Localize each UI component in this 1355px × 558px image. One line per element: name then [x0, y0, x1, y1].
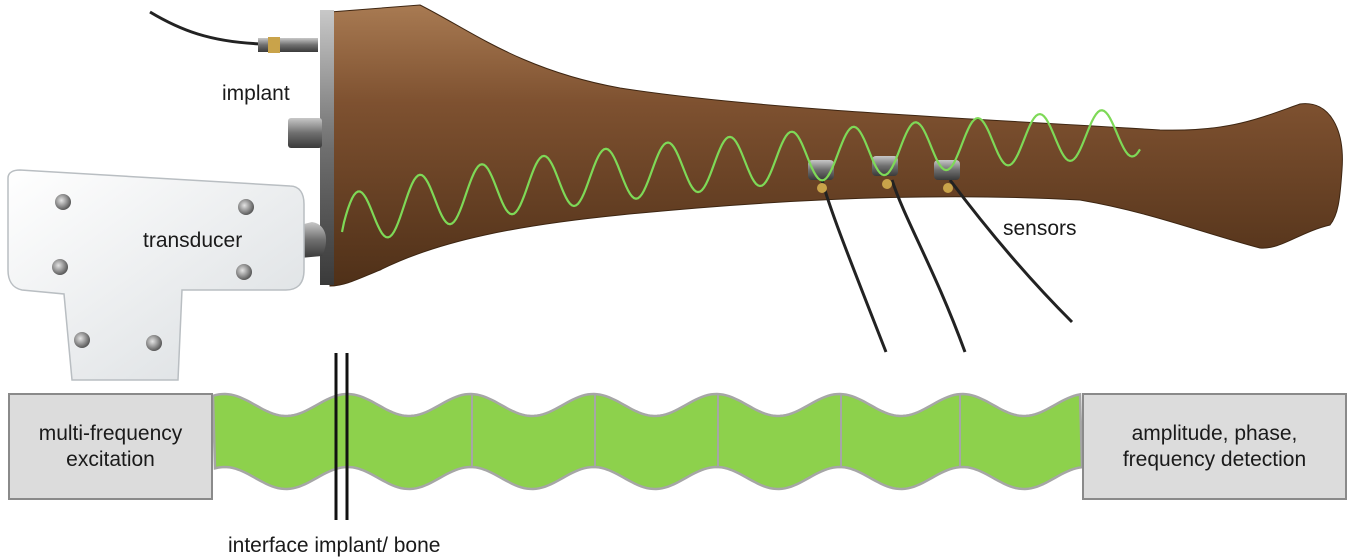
transducer-block — [8, 170, 304, 380]
excitation-box: multi-frequency excitation — [8, 393, 213, 500]
transducer-label: transducer — [143, 229, 242, 253]
sensors-label: sensors — [1003, 217, 1077, 241]
excitation-text: multi-frequency excitation — [39, 421, 183, 473]
interface-label: interface implant/ bone — [228, 534, 440, 558]
implant-connector — [258, 38, 318, 52]
bone-shape — [330, 5, 1342, 286]
wave-band — [213, 394, 1082, 489]
detection-box: amplitude, phase, frequency detection — [1082, 393, 1347, 500]
implant-rod — [288, 118, 322, 148]
detection-text: amplitude, phase, frequency detection — [1123, 421, 1306, 473]
implant-label: implant — [222, 82, 290, 106]
implant-cable — [150, 12, 262, 44]
